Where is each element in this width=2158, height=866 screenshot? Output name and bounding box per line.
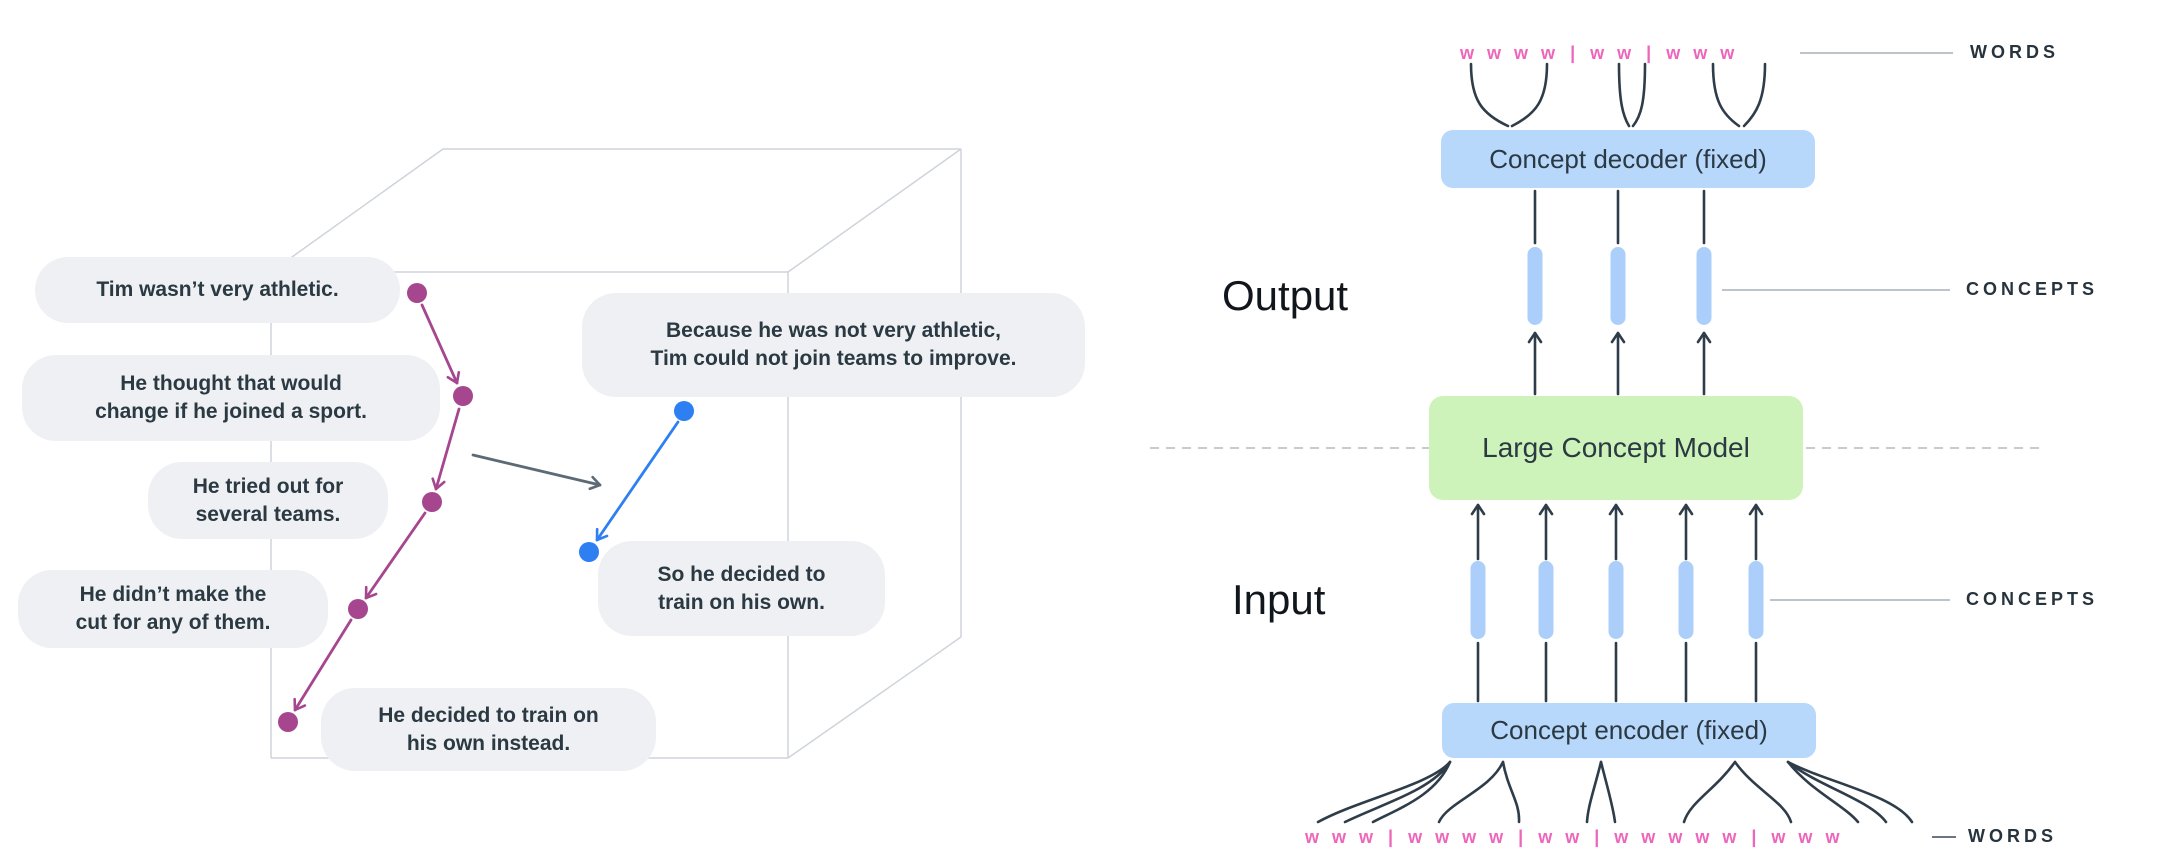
cube-wireframe xyxy=(270,148,962,759)
word-token: w xyxy=(1305,827,1320,847)
word-token: w xyxy=(1825,827,1840,847)
words-label-top: WORDS xyxy=(1970,42,2059,62)
summary-mapping-arrow xyxy=(471,453,602,491)
words-label-bottom: WORDS xyxy=(1968,826,2057,846)
decoder-to-concept-lines xyxy=(1533,189,1706,245)
word-token: w xyxy=(1462,827,1477,847)
story-trajectory xyxy=(278,283,473,732)
word-token: w xyxy=(1720,43,1735,63)
word-token: w xyxy=(1538,827,1553,847)
story-bubble-5: He decided to train on his own instead. xyxy=(321,688,656,771)
word-token: w xyxy=(1489,827,1504,847)
word-token: w xyxy=(1617,43,1632,63)
summary-trajectory xyxy=(579,401,694,562)
concept-encoder-box: Concept encoder (fixed) xyxy=(1442,703,1816,758)
word-token: w xyxy=(1487,43,1502,63)
word-token: w xyxy=(1695,827,1710,847)
word-token: w xyxy=(1359,827,1374,847)
summary-bubble-2: So he decided to train on his own. xyxy=(598,541,885,636)
story-bubble-3: He tried out for several teams. xyxy=(148,462,388,539)
large-concept-model-box: Large Concept Model xyxy=(1429,396,1803,500)
encoder-word-curves xyxy=(1316,760,1914,824)
word-token: w xyxy=(1460,43,1475,63)
input-label: Input xyxy=(1232,576,1326,623)
word-separator: | xyxy=(1646,43,1652,63)
output-label: Output xyxy=(1222,272,1349,319)
word-token: w xyxy=(1641,827,1656,847)
word-token: w xyxy=(1798,827,1813,847)
word-separator: | xyxy=(1518,827,1524,847)
annotation-lines xyxy=(1722,52,1956,838)
word-token: w xyxy=(1668,827,1683,847)
story-bubble-2: He thought that would change if he joine… xyxy=(22,355,440,441)
story-bubble-4: He didn’t make the cut for any of them. xyxy=(18,570,328,648)
word-token: w xyxy=(1565,827,1580,847)
word-token: w xyxy=(1614,827,1629,847)
word-token: w xyxy=(1771,827,1786,847)
word-separator: | xyxy=(1594,827,1600,847)
word-token: w xyxy=(1590,43,1605,63)
story-concept-dots xyxy=(278,283,473,732)
concept-decoder-box: Concept decoder (fixed) xyxy=(1441,130,1815,188)
word-separator: | xyxy=(1388,827,1394,847)
word-token: w xyxy=(1693,43,1708,63)
summary-bubble-1: Because he was not very athletic, Tim co… xyxy=(582,293,1085,397)
word-token: w xyxy=(1332,827,1347,847)
word-separator: | xyxy=(1570,43,1576,63)
word-token: w xyxy=(1435,827,1450,847)
concepts-label-output: CONCEPTS xyxy=(1966,279,2099,299)
output-concept-bars xyxy=(1527,247,1712,325)
word-token: w xyxy=(1408,827,1423,847)
word-token: w xyxy=(1541,43,1556,63)
decoder-word-curves xyxy=(1469,62,1767,128)
input-to-model-arrows xyxy=(1470,503,1764,561)
word-separator: | xyxy=(1751,827,1757,847)
word-token: w xyxy=(1666,43,1681,63)
concepts-label-input: CONCEPTS xyxy=(1966,589,2099,609)
word-token: w xyxy=(1514,43,1529,63)
story-bubble-1: Tim wasn’t very athletic. xyxy=(35,257,400,323)
encoder-to-concept-lines xyxy=(1476,641,1758,703)
model-to-output-arrows xyxy=(1527,331,1712,396)
summary-concept-dots xyxy=(579,401,694,562)
word-token: w xyxy=(1722,827,1737,847)
input-concept-bars xyxy=(1470,561,1764,639)
